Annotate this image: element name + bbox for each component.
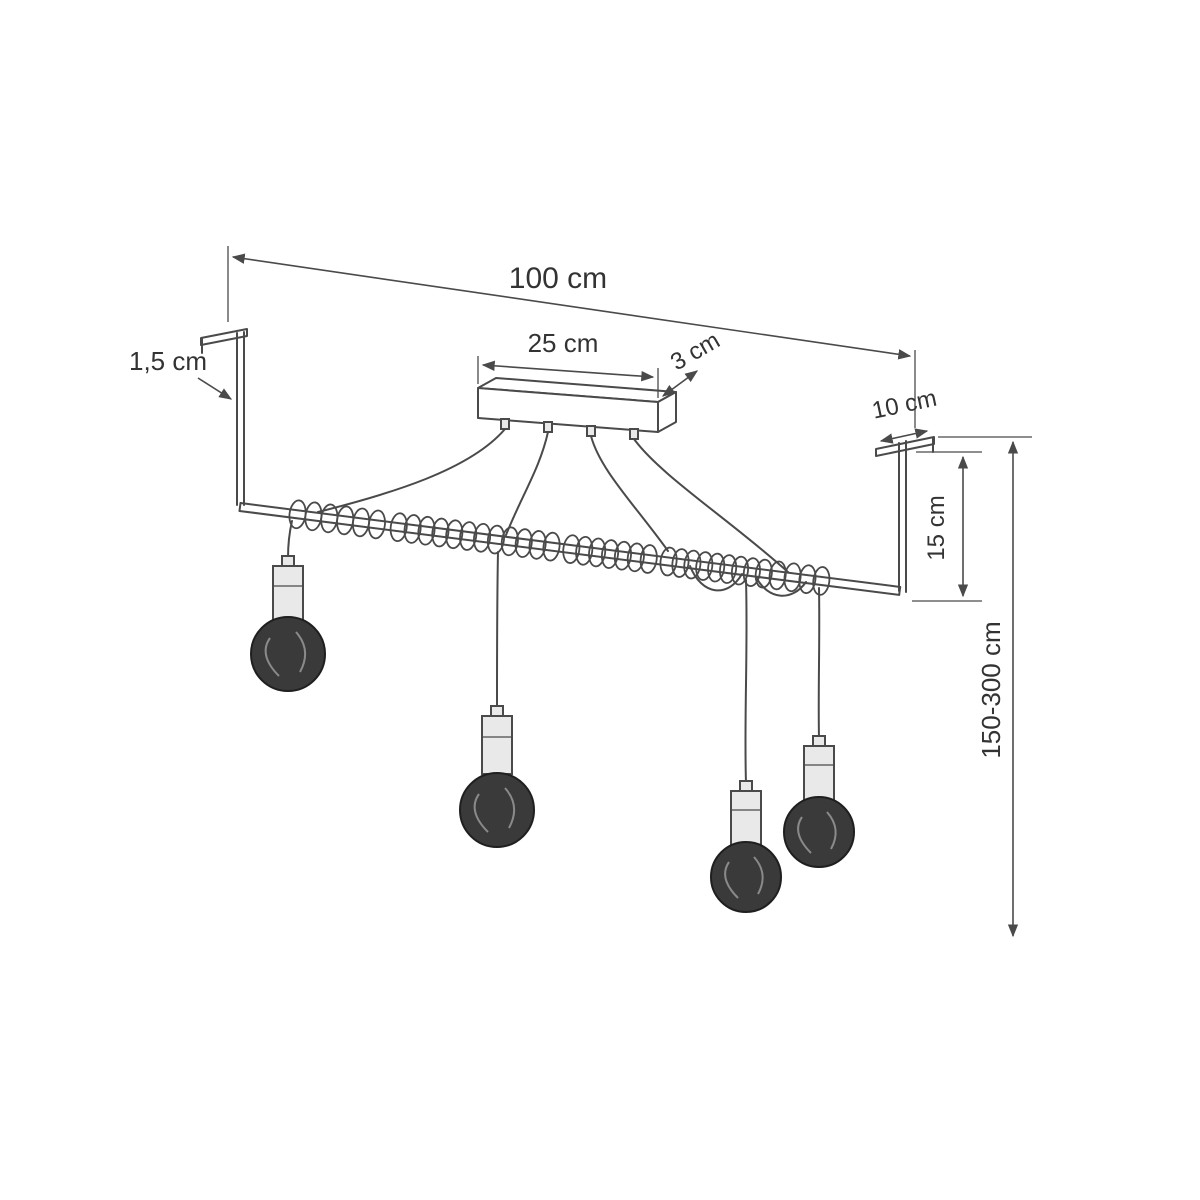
coiled-cords bbox=[286, 498, 832, 597]
dimension-label-bracket-drop: 15 cm bbox=[923, 495, 950, 560]
left-mount-plate bbox=[200, 328, 248, 346]
light-bulb bbox=[710, 841, 782, 913]
cord-outlet bbox=[629, 428, 639, 440]
dimension-canopy-width: 25 cm bbox=[477, 328, 659, 398]
dimension-label-canopy-depth: 3 cm bbox=[666, 327, 725, 376]
dimension-bracket-thickness: 1,5 cm bbox=[129, 346, 233, 400]
light-bulb bbox=[459, 772, 535, 848]
dimension-total-width: 100 cm bbox=[227, 246, 916, 428]
dimension-label-suspension-height: 150-300 cm bbox=[976, 621, 1006, 758]
dimension-suspension-height: 150-300 cm bbox=[938, 436, 1032, 938]
light-bulb bbox=[783, 796, 855, 868]
dimension-label-total-width: 100 cm bbox=[509, 262, 607, 295]
hanging-rail bbox=[238, 498, 902, 597]
pendant-bulb-1 bbox=[250, 555, 326, 692]
dimension-label-mount-plate-width: 10 cm bbox=[870, 385, 940, 425]
ceiling-canopy bbox=[477, 377, 677, 440]
cord-outlet bbox=[500, 418, 510, 430]
pendant-bulb-2 bbox=[459, 705, 535, 848]
cords bbox=[287, 428, 821, 784]
dimension-canopy-depth: 3 cm bbox=[661, 327, 725, 397]
dimension-bracket-drop: 15 cm bbox=[912, 451, 982, 602]
dimension-label-bracket-thickness: 1,5 cm bbox=[129, 346, 207, 376]
cord-outlet bbox=[586, 425, 596, 437]
canopy-front-face bbox=[477, 387, 659, 433]
left-bracket bbox=[200, 328, 248, 506]
pendant-bulb-4 bbox=[783, 735, 855, 868]
cord-outlet bbox=[543, 421, 553, 433]
light-bulb bbox=[250, 616, 326, 692]
dimension-mount-plate-width: 10 cm bbox=[870, 385, 940, 444]
dimension-label-canopy-width: 25 cm bbox=[528, 328, 599, 358]
pendant-bulb-3 bbox=[710, 780, 782, 913]
